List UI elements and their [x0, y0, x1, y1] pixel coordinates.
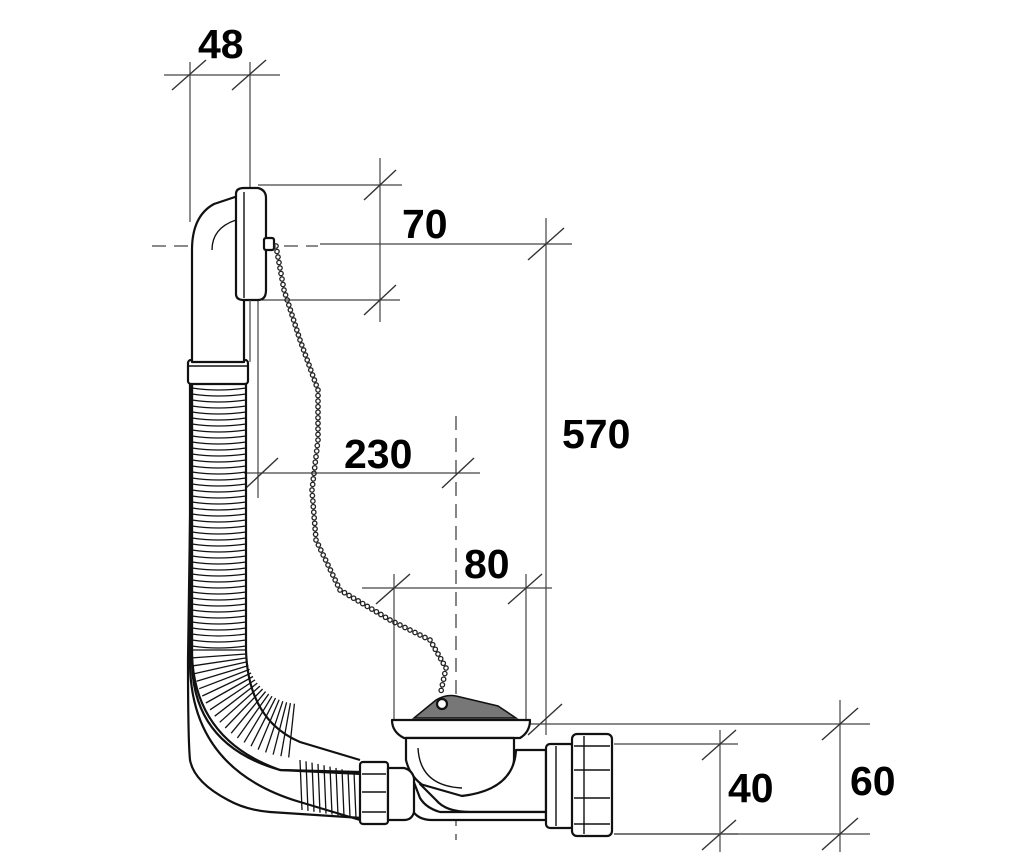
dim-label-70: 70: [402, 201, 448, 247]
overflow-plate: [234, 186, 268, 302]
dim-label-40: 40: [728, 765, 774, 811]
outlet-nut: [570, 732, 614, 838]
dim-label-48: 48: [198, 21, 244, 67]
dim-label-570: 570: [562, 411, 630, 457]
plug-and-waste: [390, 694, 576, 830]
dimension-48-lines: [164, 59, 280, 222]
dim-label-230: 230: [344, 431, 412, 477]
corrugated-hose: [186, 380, 364, 822]
dimension-80-lines: [362, 573, 552, 730]
dimension-230-lines: [244, 300, 480, 498]
overflow-head: [186, 186, 276, 386]
hose-connector-nut: [358, 760, 416, 826]
dimension-60-lines: [530, 700, 870, 852]
dimension-70-lines: [258, 158, 402, 322]
plug-cap: [411, 694, 519, 719]
overflow-sleeve: [186, 358, 250, 386]
dim-label-60: 60: [850, 758, 896, 804]
dimension-570-lines: [320, 218, 572, 736]
dim-label-80: 80: [464, 541, 510, 587]
plug-chain: [273, 243, 449, 694]
waste-body: [418, 748, 548, 814]
